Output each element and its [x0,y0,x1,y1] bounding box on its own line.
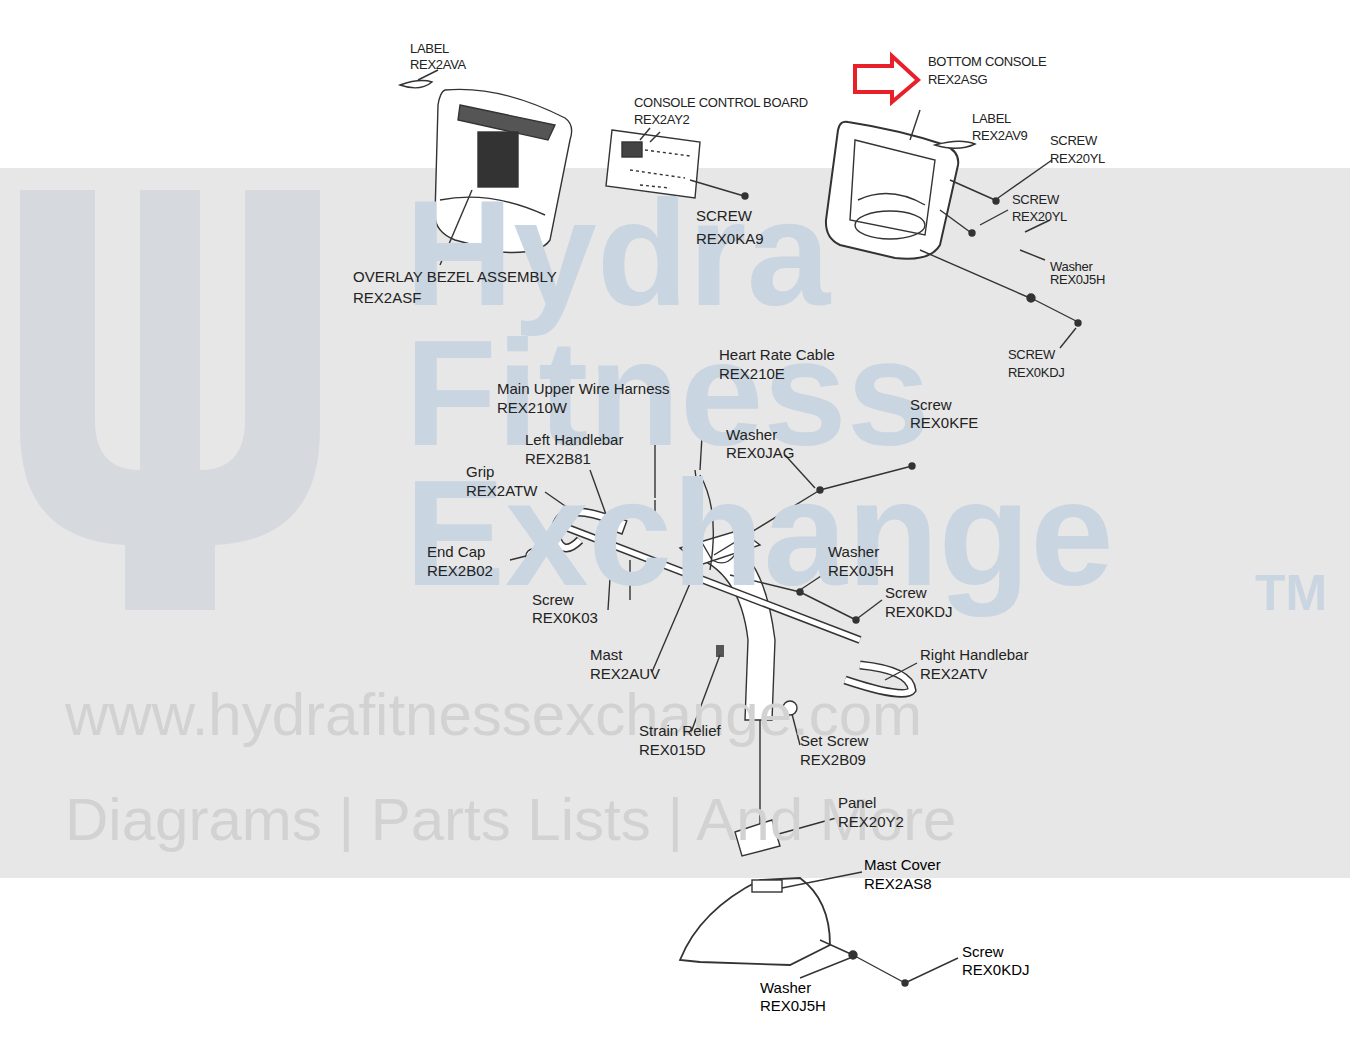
part-label: Grip [466,464,494,481]
part-label: Screw [910,397,952,414]
part-label: REX0J5H [760,998,826,1015]
part-label: REX0KFE [910,415,978,432]
part-label: REX0KDJ [1008,366,1064,380]
part-label: Washer [760,980,811,997]
part-label: Washer [726,427,777,444]
part-label: REX2B02 [427,563,493,580]
part-label: Strain Relief [639,723,721,740]
part-label: REX0J5H [1050,273,1105,287]
part-label: REX0J5H [828,563,894,580]
part-label: REX2AUV [590,666,660,683]
part-label: REX210E [719,366,785,383]
part-label: Mast Cover [864,857,941,874]
part-label: REX2AS8 [864,876,932,893]
part-label: Mast [590,647,623,664]
part-label: Main Upper Wire Harness [497,381,670,398]
part-label: Panel [838,795,876,812]
watermark-text: TM [1255,568,1327,618]
part-label: REX0KDJ [962,962,1030,979]
part-label: Set Screw [800,733,868,750]
part-label: REX210W [497,400,567,417]
part-label: REX20YL [1050,152,1105,166]
part-label: REX015D [639,742,706,759]
part-label: SCREW [1012,193,1059,207]
part-label: SCREW [1008,348,1055,362]
part-label: REX2ASF [353,290,421,307]
part-label: LABEL [972,112,1011,126]
part-label: REX2AY2 [634,113,689,127]
part-label: End Cap [427,544,485,561]
watermark-text: www.hydrafitnessexchange.com [65,685,922,745]
part-label: REX2AV9 [972,129,1027,143]
part-label: SCREW [1050,134,1097,148]
part-label: SCREW [696,208,752,225]
part-label: REX20Y2 [838,814,904,831]
watermark-text: Diagrams | Parts Lists | And More [65,790,956,850]
part-label: BOTTOM CONSOLE [928,55,1046,69]
part-label: Screw [885,585,927,602]
part-label: Screw [962,944,1004,961]
part-label: REX2B81 [525,451,591,468]
part-label: REX0JAG [726,445,794,462]
watermark-text: Hydra [405,178,830,328]
part-label: REX0KA9 [696,231,764,248]
part-label: REX2ATV [920,666,987,683]
part-label: Right Handlebar [920,647,1028,664]
part-label: LABEL [410,42,449,56]
part-label: OVERLAY BEZEL ASSEMBLY [353,269,557,286]
part-label: Screw [532,592,574,609]
part-label: REX2ASG [928,73,987,87]
part-label: REX2ATW [466,483,537,500]
part-label: Left Handlebar [525,432,623,449]
part-label: REX2AVA [410,58,466,72]
part-label: REX0KDJ [885,604,953,621]
part-label: CONSOLE CONTROL BOARD [634,96,808,110]
part-label: Washer [828,544,879,561]
part-label: Heart Rate Cable [719,347,835,364]
part-label: REX20YL [1012,210,1067,224]
part-label: REX0K03 [532,610,598,627]
part-label: REX2B09 [800,752,866,769]
watermark-text: Exchange [405,458,1114,608]
